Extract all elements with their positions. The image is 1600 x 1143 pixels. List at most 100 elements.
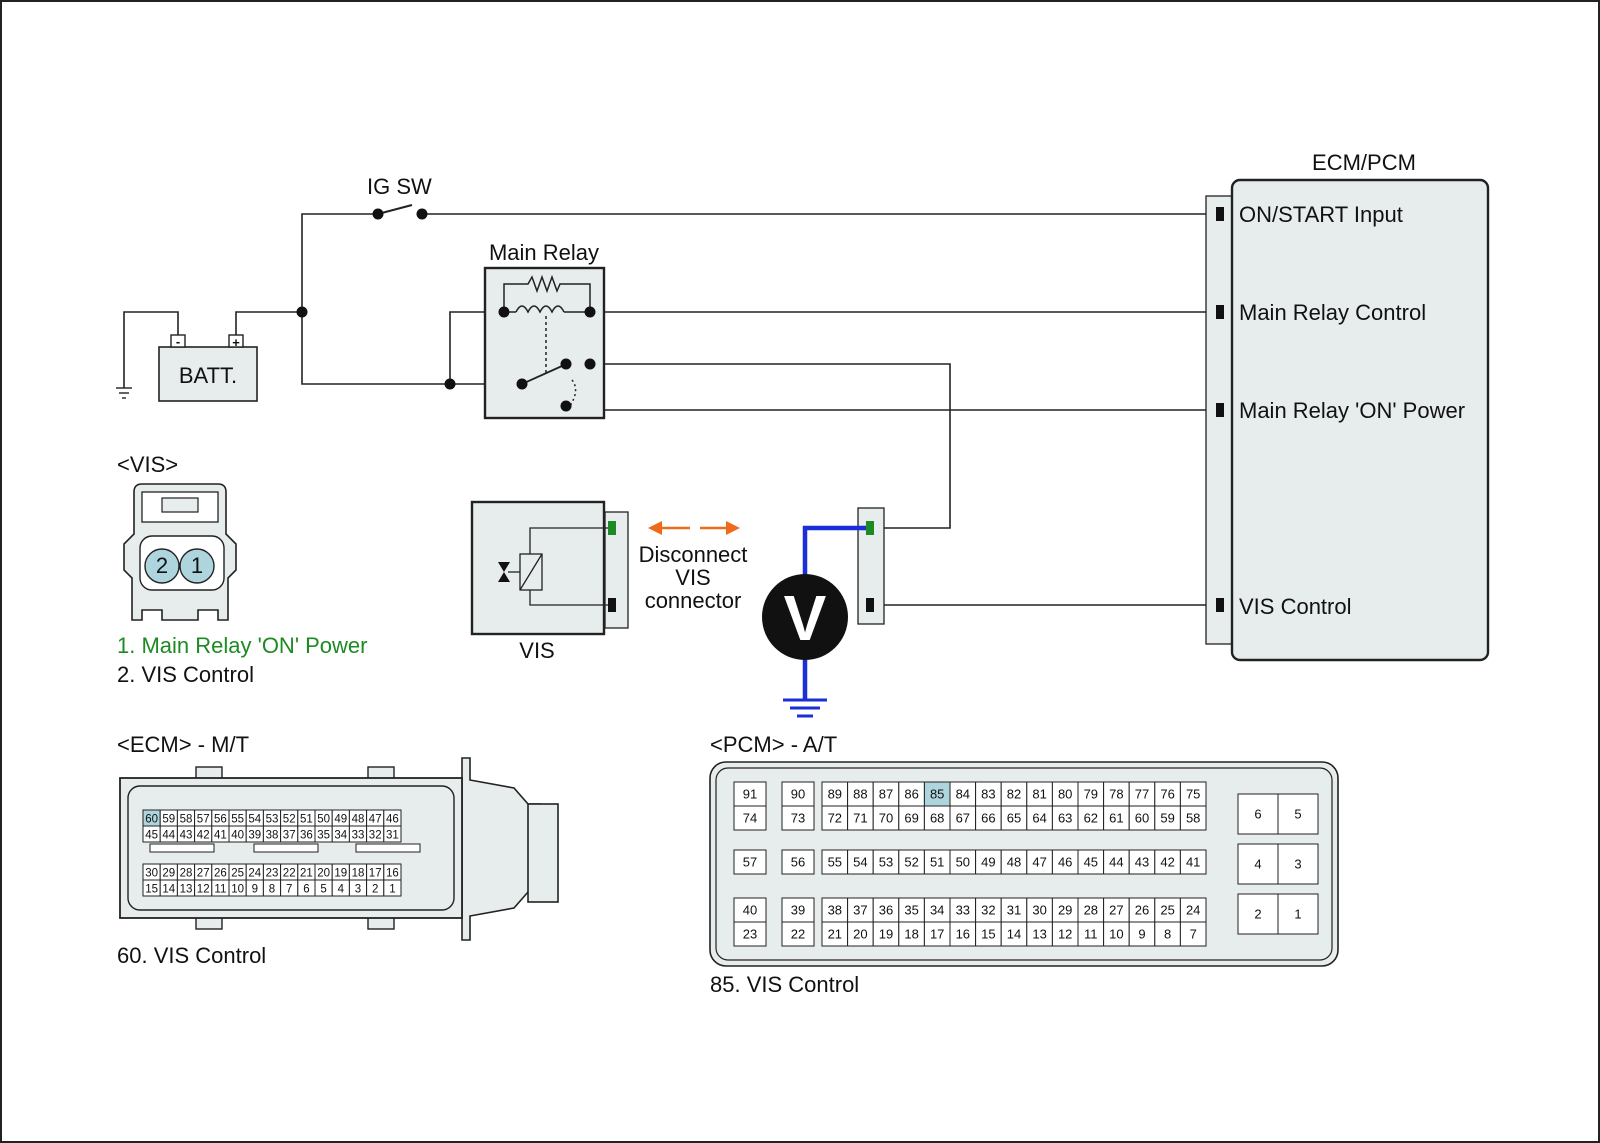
vis-pin-1-label: 1 [191, 553, 203, 578]
relay-resistor-icon [503, 274, 591, 312]
pin-cell: 45 [1077, 849, 1105, 875]
battery-pos-sign: + [232, 335, 240, 350]
pin-cell: 39 [781, 897, 815, 923]
ecm-pcm-connector [1205, 195, 1233, 645]
pin-number: 12 [197, 884, 210, 896]
pin-cell: 34 [923, 897, 951, 923]
ecm-pcm-body [1230, 178, 1490, 662]
pin-cell: 24 [245, 863, 264, 881]
pin-number: 18 [904, 927, 918, 942]
pin-cell: 82 [1000, 781, 1028, 807]
pin-number: 52 [904, 855, 918, 870]
pin-cell: 2 [1237, 893, 1279, 935]
pin-cell: 16 [383, 863, 402, 881]
pin-cell: 77 [1128, 781, 1156, 807]
pin-number: 71 [853, 811, 867, 826]
pin-number: 57 [197, 814, 210, 826]
pin-number: 6 [1254, 807, 1261, 822]
pin-number: 56 [214, 814, 227, 826]
pin-cell: 29 [1051, 897, 1079, 923]
pin-cell: 49 [975, 849, 1002, 875]
pin-cell: 32 [975, 897, 1002, 923]
pin-number: 49 [334, 814, 347, 826]
pin-number: 26 [1135, 903, 1149, 918]
pin-number: 28 [1084, 903, 1098, 918]
pin-number: 24 [248, 868, 261, 880]
pin-cell: 30 [1026, 897, 1053, 923]
voltmeter-label: V [784, 582, 827, 654]
pin-cell: 5 [1277, 793, 1319, 835]
pin-number: 28 [180, 868, 193, 880]
pin-cell: 23 [733, 921, 767, 947]
pin-cell: 6 [297, 879, 316, 897]
disconnect-text-line-1: Disconnect [639, 542, 748, 567]
pin-cell: 55 [821, 849, 849, 875]
pin-number: 79 [1084, 787, 1098, 802]
pin-cell: 45 [142, 825, 161, 843]
pin-cell: 60 [1128, 805, 1156, 831]
pin-number: 57 [743, 855, 757, 870]
pin-number: 51 [300, 814, 313, 826]
pin-number: 23 [743, 927, 757, 942]
pin-number: 22 [791, 927, 805, 942]
pin-cell: 52 [280, 809, 299, 827]
pin-number: 46 [386, 814, 399, 826]
pin-number: 29 [1058, 903, 1072, 918]
battery-neg-sign: - [176, 334, 180, 349]
pin-cell: 91 [733, 781, 767, 807]
pin-number: 61 [1109, 811, 1123, 826]
main-relay-body [483, 266, 606, 420]
pin-cell: 73 [781, 805, 815, 831]
pin-cell: 6 [1237, 793, 1279, 835]
pin-number: 5 [1294, 807, 1301, 822]
pin-number: 76 [1160, 787, 1174, 802]
pin-cell: 75 [1179, 781, 1207, 807]
pin-number: 35 [904, 903, 918, 918]
pin-cell: 47 [1026, 849, 1053, 875]
pin-vis-control: VIS Control [1239, 594, 1352, 619]
ig-sw-terminal [416, 208, 428, 220]
pin-cell: 28 [176, 863, 196, 881]
pin-cell: 42 [194, 825, 213, 843]
pin-number: 22 [283, 868, 296, 880]
pin-cell: 10 [1103, 921, 1130, 947]
vis-pin-2-label: 2 [156, 553, 168, 578]
pin-number: 7 [1190, 927, 1197, 942]
pin-number: 45 [1084, 855, 1098, 870]
pin-number: 23 [266, 868, 279, 880]
pin-number: 4 [1254, 857, 1261, 872]
wire-battery-positive [235, 311, 302, 342]
vis-actuator: VIS [470, 500, 629, 663]
pin-number: 40 [231, 830, 244, 842]
pin-cell: 47 [366, 809, 385, 827]
pin-number: 51 [930, 855, 944, 870]
pin-number: 14 [1007, 927, 1021, 942]
pin-number: 65 [1007, 811, 1021, 826]
pin-number: 7 [286, 884, 292, 896]
pin-cell: 40 [228, 825, 247, 843]
pin-cell: 57 [733, 849, 767, 875]
pin-cell: 70 [872, 805, 900, 831]
pin-cell: 27 [1103, 897, 1130, 923]
pin-number: 87 [879, 787, 893, 802]
pin-number: 62 [1084, 811, 1098, 826]
pin-number: 85 [930, 787, 944, 802]
pin-number: 32 [369, 830, 382, 842]
pin-cell: 25 [1154, 897, 1181, 923]
pin-cell: 2 [366, 879, 385, 897]
pin-cell: 41 [211, 825, 230, 843]
pin-number: 45 [145, 830, 158, 842]
relay-switch-blade [521, 365, 563, 385]
pin-number: 58 [1186, 811, 1200, 826]
pin-cell: 38 [262, 825, 282, 843]
pin-number: 36 [879, 903, 893, 918]
pin-cell: 25 [228, 863, 247, 881]
pin-number: 11 [214, 884, 226, 896]
pin-cell: 54 [847, 849, 874, 875]
pin-number: 63 [1058, 811, 1072, 826]
pin-number: 39 [248, 830, 261, 842]
voltmeter-positive-lead [802, 525, 866, 578]
pin-number: 83 [981, 787, 995, 802]
